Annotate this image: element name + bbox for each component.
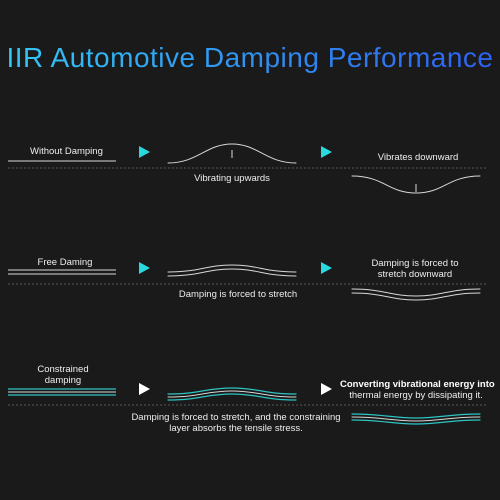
row1-bend-up-curve — [167, 143, 297, 164]
row3-arrow-1-icon — [139, 383, 150, 395]
page-title: IIR Automotive Damping Performance — [0, 40, 500, 76]
row3-right-caption-line-1: Converting vibrational energy into — [340, 379, 495, 390]
row2-middle-caption: Damping is forced to stretch — [178, 289, 298, 300]
row3-arrow-2-icon — [321, 383, 332, 395]
row3-bend-down-accent-top — [351, 413, 481, 419]
row1-middle-caption: Vibrating upwards — [194, 173, 270, 184]
row2-bend-down-bottom — [351, 292, 481, 301]
row1-label: Without Damping — [30, 146, 103, 157]
row3-middle-caption-line-1: Damping is forced to stretch, and the co… — [131, 412, 341, 423]
row2-bend-down-top — [351, 288, 481, 297]
row2-arrow-1-icon — [139, 262, 150, 274]
row3-right-caption-line-2: thermal energy by dissipating it. — [349, 390, 483, 401]
row2-label: Free Daming — [37, 257, 93, 268]
row2-bend-up-bottom — [167, 268, 297, 277]
row2-right-caption-line-1: Damping is forced to — [371, 258, 459, 269]
row3-bend-down-accent-bottom — [351, 419, 481, 425]
row3-middle-caption-line-2: layer absorbs the tensile stress. — [169, 423, 303, 434]
row2-right-caption-line-2: stretch downward — [377, 269, 453, 280]
row1-arrow-1-icon — [139, 146, 150, 158]
row3-bend-down-middle — [351, 416, 481, 422]
row1-bend-down-curve — [351, 175, 481, 194]
row1-right-caption: Vibrates downward — [377, 152, 459, 163]
row3-bend-up-accent-top — [167, 387, 297, 395]
row2-arrow-2-icon — [321, 262, 332, 274]
row2-bend-up-top — [167, 264, 297, 273]
row3-bend-up-middle — [167, 390, 297, 398]
row3-label-line-1: Constrained — [37, 364, 89, 375]
row1-arrow-2-icon — [321, 146, 332, 158]
row3-label-line-2: damping — [44, 375, 82, 386]
row3-bend-up-accent-bottom — [167, 393, 297, 401]
